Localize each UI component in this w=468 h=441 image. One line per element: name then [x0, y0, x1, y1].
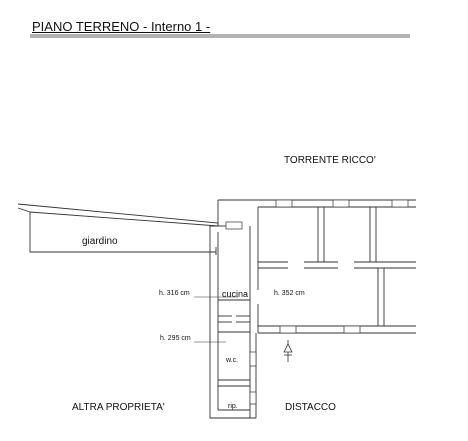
label-torrente-ricco: TORRENTE RICCO'	[284, 155, 376, 166]
height-note-corridor: h. 295 cm	[160, 335, 191, 342]
door-openings	[257, 261, 354, 304]
leader-lines	[194, 296, 238, 343]
room-label-kitchen: cucina	[222, 289, 249, 299]
title-rule	[30, 34, 410, 38]
north-arrow-icon	[283, 340, 293, 362]
room-label-storage: rip.	[228, 403, 238, 410]
room-label-wc: w.c.	[226, 357, 239, 364]
page-title: PIANO TERRENO - Interno 1 -	[32, 19, 211, 34]
height-note-rooms: h. 352 cm	[274, 290, 305, 297]
outer-walls	[209, 199, 416, 419]
windows	[225, 199, 409, 405]
height-note-kitchen: h. 316 cm	[159, 290, 190, 297]
label-altra-proprieta: ALTRA PROPRIETA'	[72, 402, 165, 413]
label-distacco: DISTACCO	[285, 402, 336, 413]
garden-wall	[17, 203, 219, 255]
label-giardino: giardino	[82, 236, 118, 247]
